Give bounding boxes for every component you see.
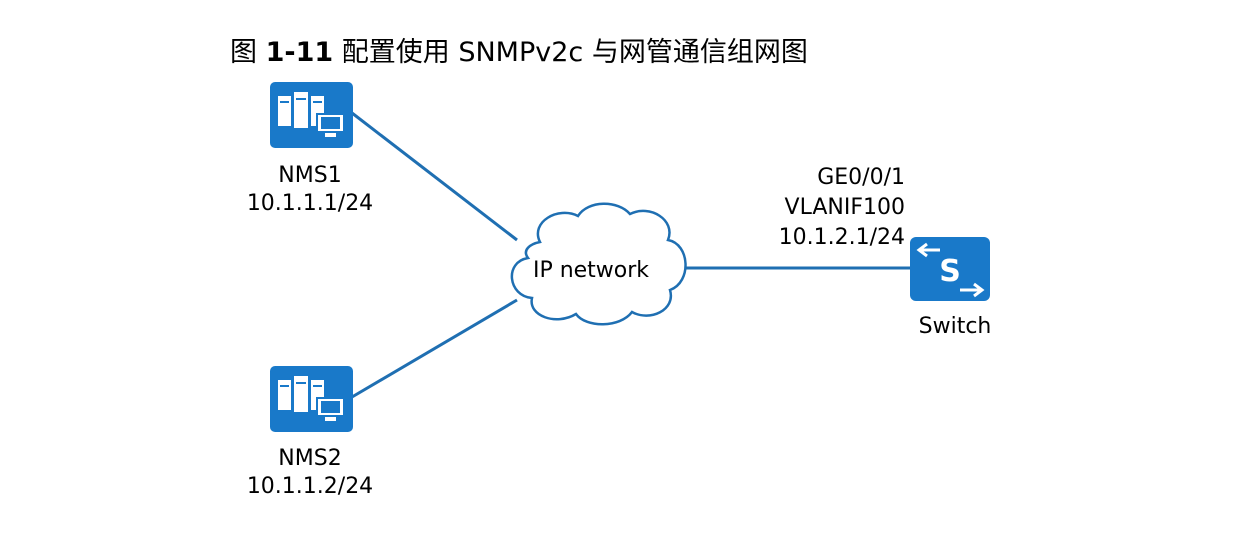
switch-icon-letter: S (939, 254, 961, 289)
cloud-icon (510, 202, 687, 326)
figure-title-prefix: 图 (230, 37, 257, 68)
nms1-name: NMS1 (278, 163, 342, 188)
nms2-label: NMS2 10.1.1.2/24 (230, 445, 390, 501)
switch-interface: GE0/0/1 (817, 165, 905, 190)
nms2-name: NMS2 (278, 446, 342, 471)
link-nms1-cloud (351, 111, 518, 242)
nms2-icon (270, 366, 353, 432)
link-nms2-cloud (351, 298, 518, 399)
switch-icon: S (910, 237, 990, 301)
switch-vlanif: VLANIF100 (784, 195, 905, 220)
nms1-label: NMS1 10.1.1.1/24 (230, 162, 390, 218)
nms1-icon (270, 82, 353, 148)
figure-title: 图 1-11 配置使用 SNMPv2c 与网管通信组网图 (230, 30, 808, 69)
nms1-ip: 10.1.1.1/24 (246, 191, 374, 216)
figure-title-number: 1-11 (265, 37, 334, 68)
cloud-label: IP network (533, 258, 649, 283)
switch-ip: 10.1.2.1/24 (778, 225, 905, 250)
switch-name: Switch (918, 314, 992, 339)
switch-interface-label: GE0/0/1 VLANIF100 10.1.2.1/24 (700, 163, 905, 253)
figure-title-text: 配置使用 SNMPv2c 与网管通信组网图 (341, 37, 808, 68)
nms2-ip: 10.1.1.2/24 (246, 474, 374, 499)
